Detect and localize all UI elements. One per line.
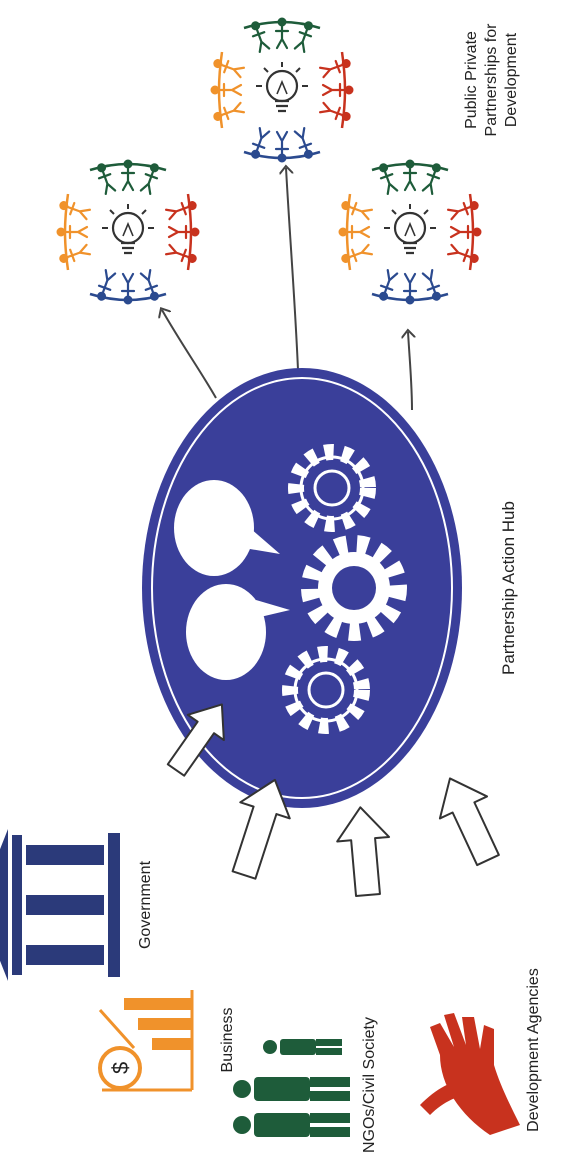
arrow-to-right-circle — [408, 332, 412, 411]
agencies-label: Development Agencies — [525, 968, 542, 1132]
government-label: Government — [137, 860, 154, 949]
government-building-icon — [0, 829, 120, 981]
partnership-idea-circle-top — [211, 18, 353, 162]
arrow-to-left-circle — [162, 310, 217, 399]
ngo-people-icon — [233, 1039, 350, 1137]
speech-bubble-icon — [174, 480, 280, 576]
speech-bubble-icon-2 — [186, 584, 290, 680]
partnership-idea-circle-left — [57, 160, 199, 304]
partnership-action-hub — [142, 368, 462, 808]
arrow-from-government — [166, 703, 225, 777]
hub-to-outcome-arrows — [162, 168, 412, 411]
hub-label: Partnership Action Hub — [499, 501, 518, 675]
stakeholder-input-arrows — [166, 703, 500, 898]
arrow-from-business — [231, 778, 291, 880]
gear-icon-center — [301, 535, 407, 641]
business-chart-icon: $ — [98, 990, 194, 1092]
outcome-label-line2: Partnerships for — [483, 23, 500, 137]
business-label: Business — [219, 1008, 236, 1073]
arrow-from-agencies — [438, 777, 500, 867]
partnership-idea-circle-right — [339, 160, 481, 304]
outcome-label-line3: Development — [503, 32, 520, 127]
helping-hands-icon — [420, 1013, 520, 1135]
arrow-to-top-circle — [286, 168, 299, 371]
ngos-label: NGOs/Civil Society — [361, 1017, 378, 1153]
outcome-label-line1: Public Private — [463, 31, 480, 129]
svg-text:$: $ — [108, 1062, 133, 1074]
arrow-from-ngos — [336, 806, 391, 898]
